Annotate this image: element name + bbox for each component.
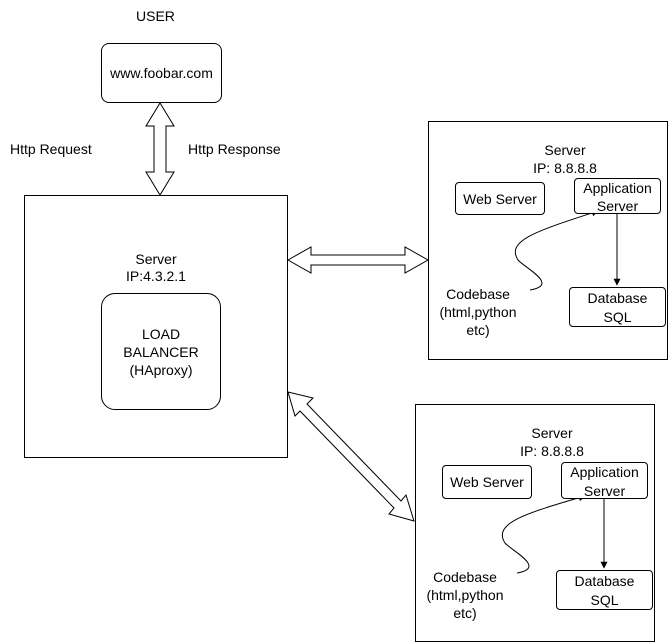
load-balancer-box: LOAD BALANCER (HAproxy) — [101, 293, 221, 410]
server1-web-server-box: Web Server — [455, 182, 545, 215]
server2-app-line2: Server — [583, 483, 626, 499]
server1-codebase-curve — [514, 209, 599, 291]
http-double-arrow — [145, 102, 175, 196]
server2-codebase-line2: (html,python — [426, 587, 504, 603]
server1-db-line1: Database — [587, 290, 648, 306]
server2-app-server-box: Application Server — [561, 462, 648, 499]
server2-codebase-curve — [502, 494, 586, 574]
lb-server2-double-arrow — [287, 391, 415, 522]
user-domain-label: www.foobar.com — [110, 65, 213, 81]
server1-web-server-label: Web Server — [463, 191, 537, 207]
server1-app-line2: Server — [596, 198, 639, 214]
lb-label-line3: (HAproxy) — [129, 362, 193, 378]
server1-codebase-line3: etc) — [466, 322, 490, 338]
server1-ip: IP: 8.8.8.8 — [533, 160, 597, 176]
lb-label-line2: BALANCER — [123, 344, 199, 360]
lb-label-line1: LOAD — [141, 326, 181, 342]
server2-codebase-line1: Codebase — [433, 569, 497, 585]
lb-server-ip: IP:4.3.2.1 — [126, 268, 186, 284]
lb-server-title: Server — [135, 251, 177, 267]
server1-db-line2: SQL — [603, 309, 632, 325]
http-response-label: Http Response — [188, 141, 281, 157]
server1-codebase-line1: Codebase — [446, 286, 510, 302]
server1-app-server-box: Application Server — [574, 178, 661, 214]
server2-title: Server — [531, 425, 573, 441]
server2-web-server-label: Web Server — [450, 474, 524, 490]
server2-db-line2: SQL — [590, 592, 619, 608]
user-title: USER — [136, 8, 175, 24]
server1-database-box: Database SQL — [569, 287, 666, 327]
server2-app-line1: Application — [570, 464, 639, 480]
lb-server1-double-arrow — [286, 246, 430, 274]
user-domain-box: www.foobar.com — [101, 43, 222, 103]
server2-db-line1: Database — [574, 573, 635, 589]
server2-codebase-line3: etc) — [453, 605, 477, 621]
server1-title: Server — [544, 142, 586, 158]
server2-web-server-box: Web Server — [442, 465, 532, 499]
server2-ip: IP: 8.8.8.8 — [520, 443, 584, 459]
server2-database-box: Database SQL — [556, 570, 653, 610]
server1-codebase-line2: (html,python — [439, 304, 517, 320]
http-request-label: Http Request — [10, 141, 92, 157]
server1-app-line1: Application — [583, 180, 652, 196]
